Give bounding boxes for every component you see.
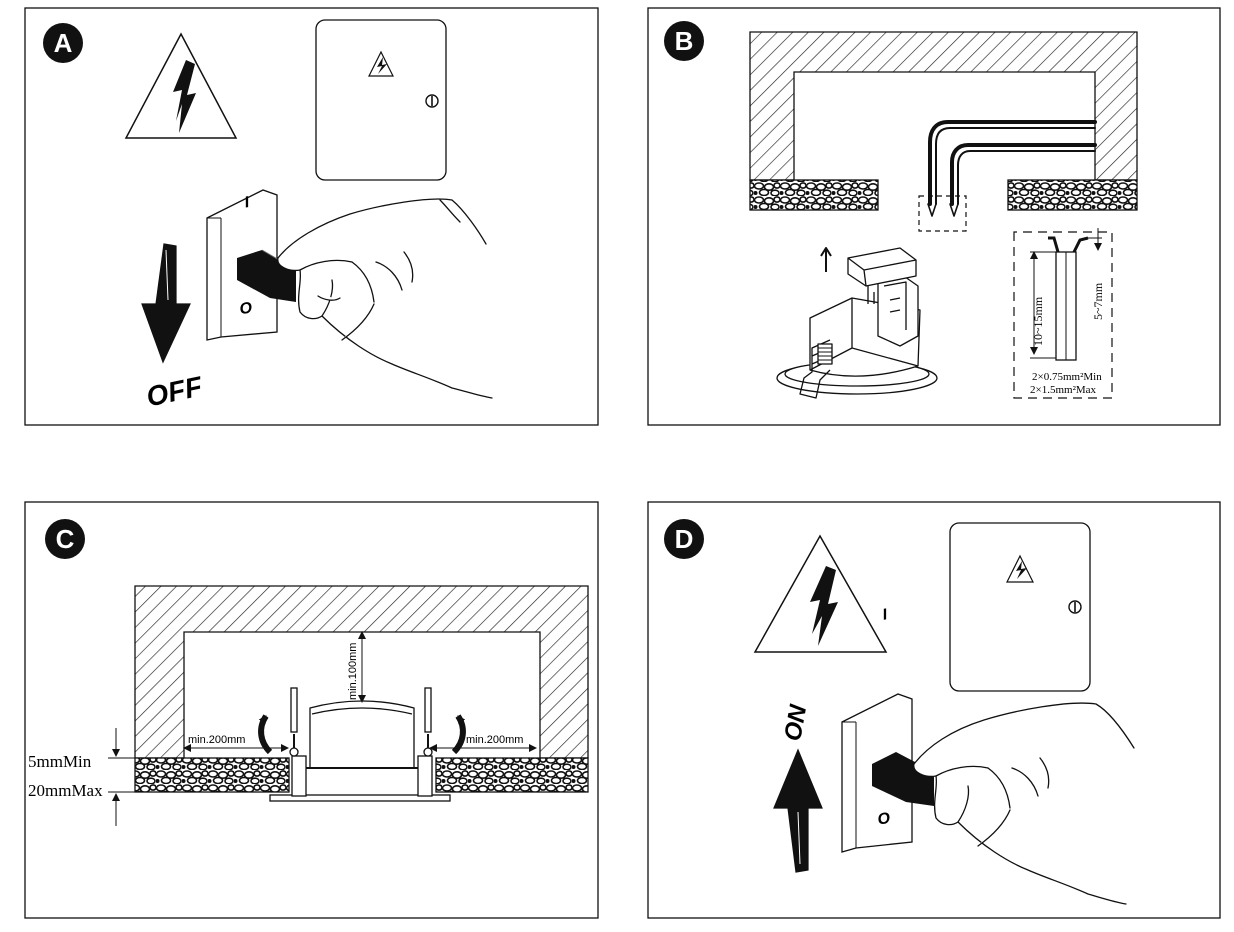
panel-d-badge: D xyxy=(664,519,704,559)
left-clearance-label: min.200mm xyxy=(188,734,245,746)
panel-a: A I O xyxy=(24,7,599,426)
off-arrow-icon xyxy=(141,243,191,364)
panel-d: D I O xyxy=(647,501,1221,919)
wire-min-label: 2×0.75mm²Min xyxy=(1032,371,1102,383)
ceiling-min-label: 5mmMin xyxy=(28,752,92,771)
top-clearance-label: min.100mm xyxy=(347,643,359,700)
wire-max-label: 2×1.5mm²Max xyxy=(1030,384,1097,396)
high-voltage-warning-icon xyxy=(124,32,238,139)
hand-icon xyxy=(913,702,1135,905)
high-voltage-warning-icon xyxy=(753,534,888,653)
hand-icon xyxy=(277,198,493,399)
switch-on-mark: I xyxy=(245,193,249,212)
panel-d-letter: D xyxy=(675,524,694,554)
panel-a-badge: A xyxy=(43,23,83,63)
wire-strip-detail: 10~15mm 5~7mm 2×0.75mm²Min 2×1.5mm²Max xyxy=(1013,228,1113,399)
panel-b: B xyxy=(647,7,1221,426)
panel-b-badge: B xyxy=(664,21,704,61)
ceiling-cavity xyxy=(134,585,589,793)
bare-length-label: 5~7mm xyxy=(1091,282,1105,320)
fuse-box-icon xyxy=(949,522,1091,692)
ceiling-max-label: 20mmMax xyxy=(28,781,103,800)
on-arrow-icon xyxy=(773,748,823,873)
panel-c: C min.100mm min.200mm xyxy=(24,501,599,919)
panel-c-letter: C xyxy=(56,524,75,554)
detail-callout-box xyxy=(918,195,967,232)
ceiling-board-left xyxy=(749,179,879,211)
fuse-box-icon xyxy=(315,19,447,181)
panel-a-frame xyxy=(24,7,599,426)
ceiling-board-right xyxy=(1007,179,1138,211)
ceiling-board-right xyxy=(435,757,589,793)
panel-d-frame xyxy=(647,501,1221,919)
strip-length-label: 10~15mm xyxy=(1031,296,1045,346)
panel-b-letter: B xyxy=(675,26,694,56)
ceiling-cavity xyxy=(749,31,1138,211)
mains-cable xyxy=(927,120,1097,217)
panel-b-frame xyxy=(647,7,1221,426)
switch-on-mark: I xyxy=(883,605,887,624)
ceiling-board-left xyxy=(134,757,290,793)
right-clearance-label: min.200mm xyxy=(466,734,523,746)
switch-off-mark: O xyxy=(240,299,252,319)
panel-a-letter: A xyxy=(54,28,73,58)
on-label: ON xyxy=(779,702,812,743)
downlight-icon xyxy=(269,687,451,802)
ceiling-thickness-dimension xyxy=(108,728,135,826)
panel-c-badge: C xyxy=(45,519,85,559)
downlight-icon xyxy=(776,247,938,399)
switch-off-mark: O xyxy=(878,809,890,829)
